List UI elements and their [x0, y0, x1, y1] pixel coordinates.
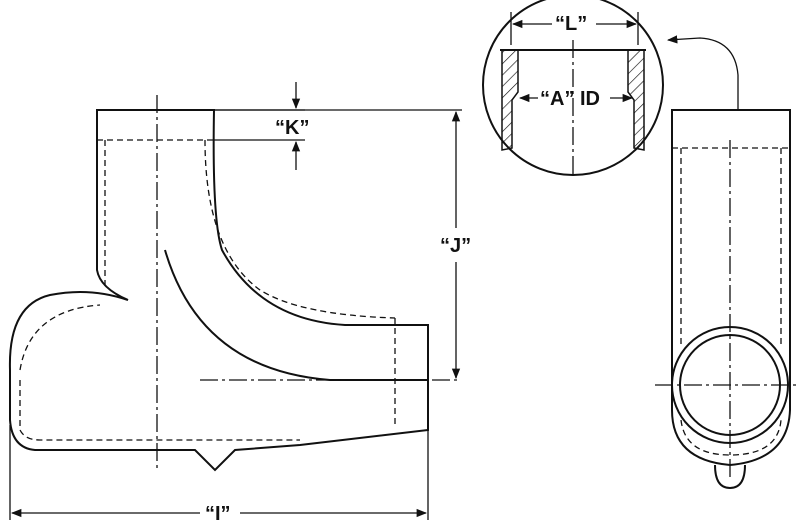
dimension-label-k: “K” [275, 117, 309, 139]
detail-leader-arrow [666, 35, 739, 110]
dimension-label-l: “L” [555, 13, 587, 35]
dimension-label-j: “J” [440, 235, 471, 257]
detail-view: “L” “A” ID [482, 0, 739, 176]
end-view [655, 109, 800, 490]
dimension-label-i: “I” [205, 503, 231, 525]
fitting-outline [8, 109, 429, 472]
detail-circle [482, 0, 664, 176]
end-view-nub [714, 464, 746, 490]
dimension-label-a-id: “A” ID [540, 88, 600, 110]
side-view: “K” “J” “I” [8, 82, 471, 525]
inner-bend-line [164, 249, 428, 381]
